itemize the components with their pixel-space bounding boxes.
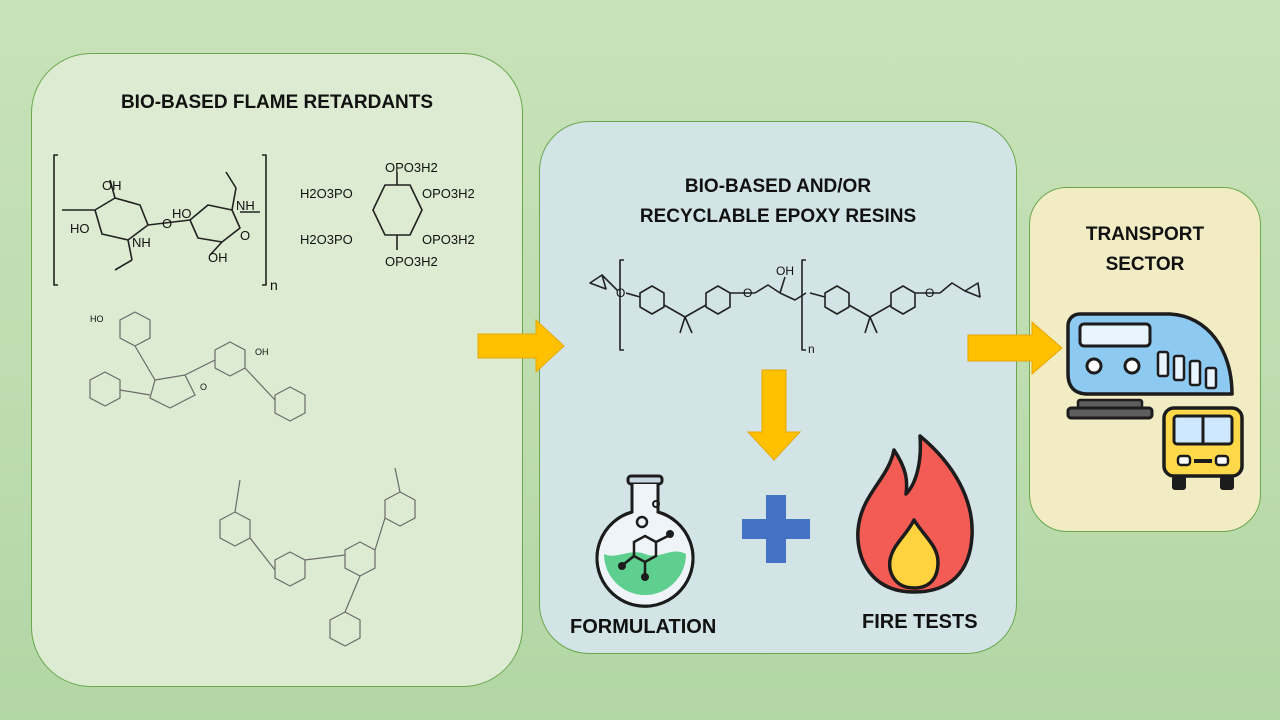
plus-icon [742,495,810,563]
tannin-o-label: O [200,382,207,392]
flask-icon [595,474,695,608]
epoxy-resins-title: BIO-BASED AND/OR RECYCLABLE EPOXY RESINS [639,176,917,227]
epoxy-oh-label: OH [776,264,794,278]
fire-tests-label: FIRE TESTS [862,611,978,633]
flame-retardants-title: BIO-BASED FLAME RETARDANTS [120,92,434,113]
phytic-p1-label: OPO3H2 [385,160,438,175]
chitosan-oh-label: OH [102,178,122,193]
bus-icon [1162,406,1244,490]
epoxy-o-label: O [616,286,625,300]
epoxy-resin-structure: OH O O O n [589,259,981,356]
arrow-right-icon [477,318,565,374]
chitosan-o2-label: O [240,228,250,243]
phytic-p3-label: OPO3H2 [422,186,475,201]
arrow-right-icon [967,320,1063,376]
chitosan-ho-label: HO [70,221,90,236]
phytic-p4-label: H2O3PO [300,232,353,247]
chitosan-structure: OH HO NH O HO NH O OH n [53,154,278,293]
chitosan-nh-label: NH [132,235,151,250]
chitosan-oh2-label: OH [208,250,228,265]
lignin-structure [219,467,416,647]
phytic-p6-label: OPO3H2 [385,254,438,269]
tannin-ho-label: HO [90,314,104,324]
formulation-label: FORMULATION [570,616,717,638]
epoxy-o3-label: O [925,286,934,300]
transport-title: TRANSPORT SECTOR [1085,224,1205,275]
tannin-structure: HO OH O [89,311,306,422]
train-icon [1066,312,1234,420]
tannin-oh-label: OH [255,347,269,357]
chitosan-ho2-label: HO [172,206,192,221]
epoxy-n-label: n [808,342,815,356]
phytic-p5-label: OPO3H2 [422,232,475,247]
epoxy-o2-label: O [743,286,752,300]
arrow-down-icon [746,369,802,461]
phytic-acid-structure: OPO3H2 H2O3PO OPO3H2 H2O3PO OPO3H2 OPO3H… [300,160,475,269]
chitosan-n-label: n [270,277,278,293]
phytic-p2-label: H2O3PO [300,186,353,201]
flame-retardants-panel [31,53,523,687]
flame-icon [856,434,974,594]
chitosan-o-label: O [162,216,172,231]
chitosan-nh2-label: NH [236,198,255,213]
